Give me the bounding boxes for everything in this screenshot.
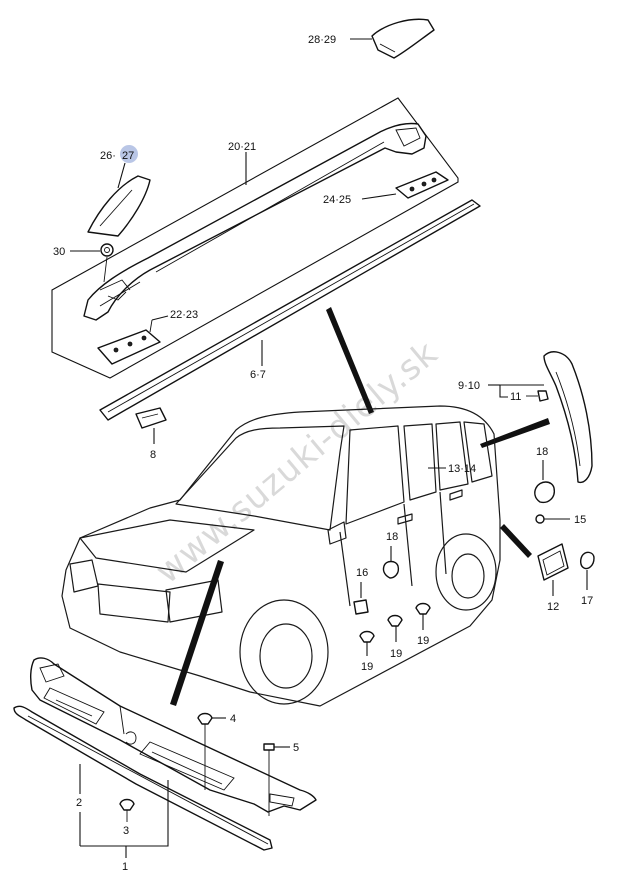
label-6-7[interactable]: 6·7 xyxy=(250,369,266,381)
pointer-fuel xyxy=(500,524,532,558)
label-3[interactable]: 3 xyxy=(123,825,129,837)
label-24-25[interactable]: 24·25 xyxy=(323,194,351,206)
part-cowl-panel[interactable] xyxy=(29,657,317,813)
label-19-c[interactable]: 19 xyxy=(417,635,429,647)
label-13-14[interactable]: 13·14 xyxy=(448,463,476,475)
label-20-21[interactable]: 20·21 xyxy=(228,141,256,153)
part-3-clip[interactable] xyxy=(119,798,135,811)
label-18-lower[interactable]: 18 xyxy=(386,531,398,543)
leader-22-23 xyxy=(151,315,169,321)
label-26[interactable]: 26· xyxy=(100,150,116,162)
roof-rail-group-box xyxy=(51,97,459,379)
label-1[interactable]: 1 xyxy=(122,861,128,871)
label-16[interactable]: 16 xyxy=(356,567,368,579)
part-28-29-end-cap[interactable] xyxy=(371,18,435,59)
part-20-21-roof-rail[interactable] xyxy=(83,122,427,321)
part-6-7-molding-strip[interactable] xyxy=(99,199,481,421)
label-30[interactable]: 30 xyxy=(53,246,65,258)
leader-30-down xyxy=(103,256,108,283)
label-2[interactable]: 2 xyxy=(76,797,82,809)
part-12-fuel-lid[interactable] xyxy=(537,543,569,581)
part-16-clip[interactable] xyxy=(353,599,369,615)
label-17[interactable]: 17 xyxy=(581,595,593,607)
leader-22-23-b xyxy=(149,319,153,333)
label-4[interactable]: 4 xyxy=(230,713,236,725)
label-8[interactable]: 8 xyxy=(150,449,156,461)
part-9-10-rear-spoiler[interactable] xyxy=(543,351,593,484)
label-28-29[interactable]: 28·29 xyxy=(308,34,336,46)
part-19-clip-b[interactable] xyxy=(387,614,403,627)
bracket-1 xyxy=(80,780,169,847)
label-18-upper[interactable]: 18 xyxy=(536,446,548,458)
part-19-clip-c[interactable] xyxy=(415,602,431,615)
part-18-plug-lower[interactable] xyxy=(382,560,400,579)
label-9-10[interactable]: 9·10 xyxy=(458,380,480,392)
part-17-bumper[interactable] xyxy=(579,551,595,570)
highlight-27-marker xyxy=(120,145,138,163)
part-30-nut[interactable] xyxy=(100,243,114,257)
pointer-rear xyxy=(480,418,550,448)
part-4-clip[interactable] xyxy=(197,712,213,725)
label-19-a[interactable]: 19 xyxy=(361,661,373,673)
part-8-clip[interactable] xyxy=(135,407,167,429)
label-5[interactable]: 5 xyxy=(293,742,299,754)
part-15-washer[interactable] xyxy=(535,514,545,524)
part-24-25-foot-pad[interactable] xyxy=(395,171,449,199)
leader-24-25 xyxy=(361,193,397,200)
label-27[interactable]: 27 xyxy=(122,150,134,162)
label-15[interactable]: 15 xyxy=(574,514,586,526)
part-19-clip-a[interactable] xyxy=(359,630,375,643)
label-19-b[interactable]: 19 xyxy=(390,648,402,660)
part-26-27-end-cap[interactable] xyxy=(87,175,151,237)
part-11-clip[interactable] xyxy=(537,390,549,402)
part-22-23-foot-pad[interactable] xyxy=(97,329,161,365)
leader-26-27 xyxy=(117,162,126,189)
part-18-cap-upper[interactable] xyxy=(534,481,555,504)
part-2-strip[interactable] xyxy=(13,705,273,851)
vehicle-outline xyxy=(61,405,501,707)
pointer-roof xyxy=(326,307,374,414)
label-12[interactable]: 12 xyxy=(547,601,559,613)
label-22-23[interactable]: 22·23 xyxy=(170,309,198,321)
part-5-bolt[interactable] xyxy=(263,743,275,758)
bracket-9-10-11 xyxy=(499,385,508,398)
pointer-cowl xyxy=(170,560,224,706)
label-11[interactable]: 11 xyxy=(510,391,521,403)
